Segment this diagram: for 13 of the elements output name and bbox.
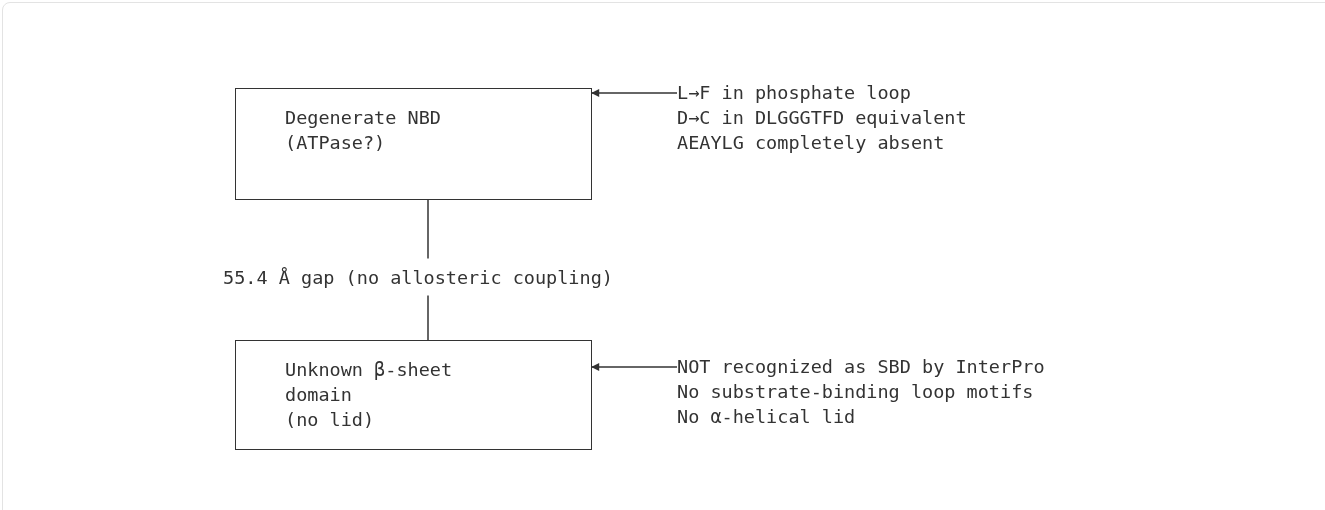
domain-label: Degenerate NBD (ATPase?) [285,106,442,155]
note-text: L→F in phosphate loop [677,81,912,105]
note-text: No α-helical lid [677,405,857,429]
arrow [591,89,678,97]
domain-label: Unknown β-sheet domain [285,358,453,407]
note-text: NOT recognized as SBD by InterPro [677,355,1045,379]
domain-box [235,340,592,450]
note-text: D→C in DLGGGTFD equivalent [677,106,967,130]
domain-label: (no lid) [285,408,376,432]
arrow [591,363,678,371]
note-text: No substrate-binding loop motifs [677,380,1035,404]
note-text: AEAYLG completely absent [677,131,946,155]
domain-box [235,88,592,200]
